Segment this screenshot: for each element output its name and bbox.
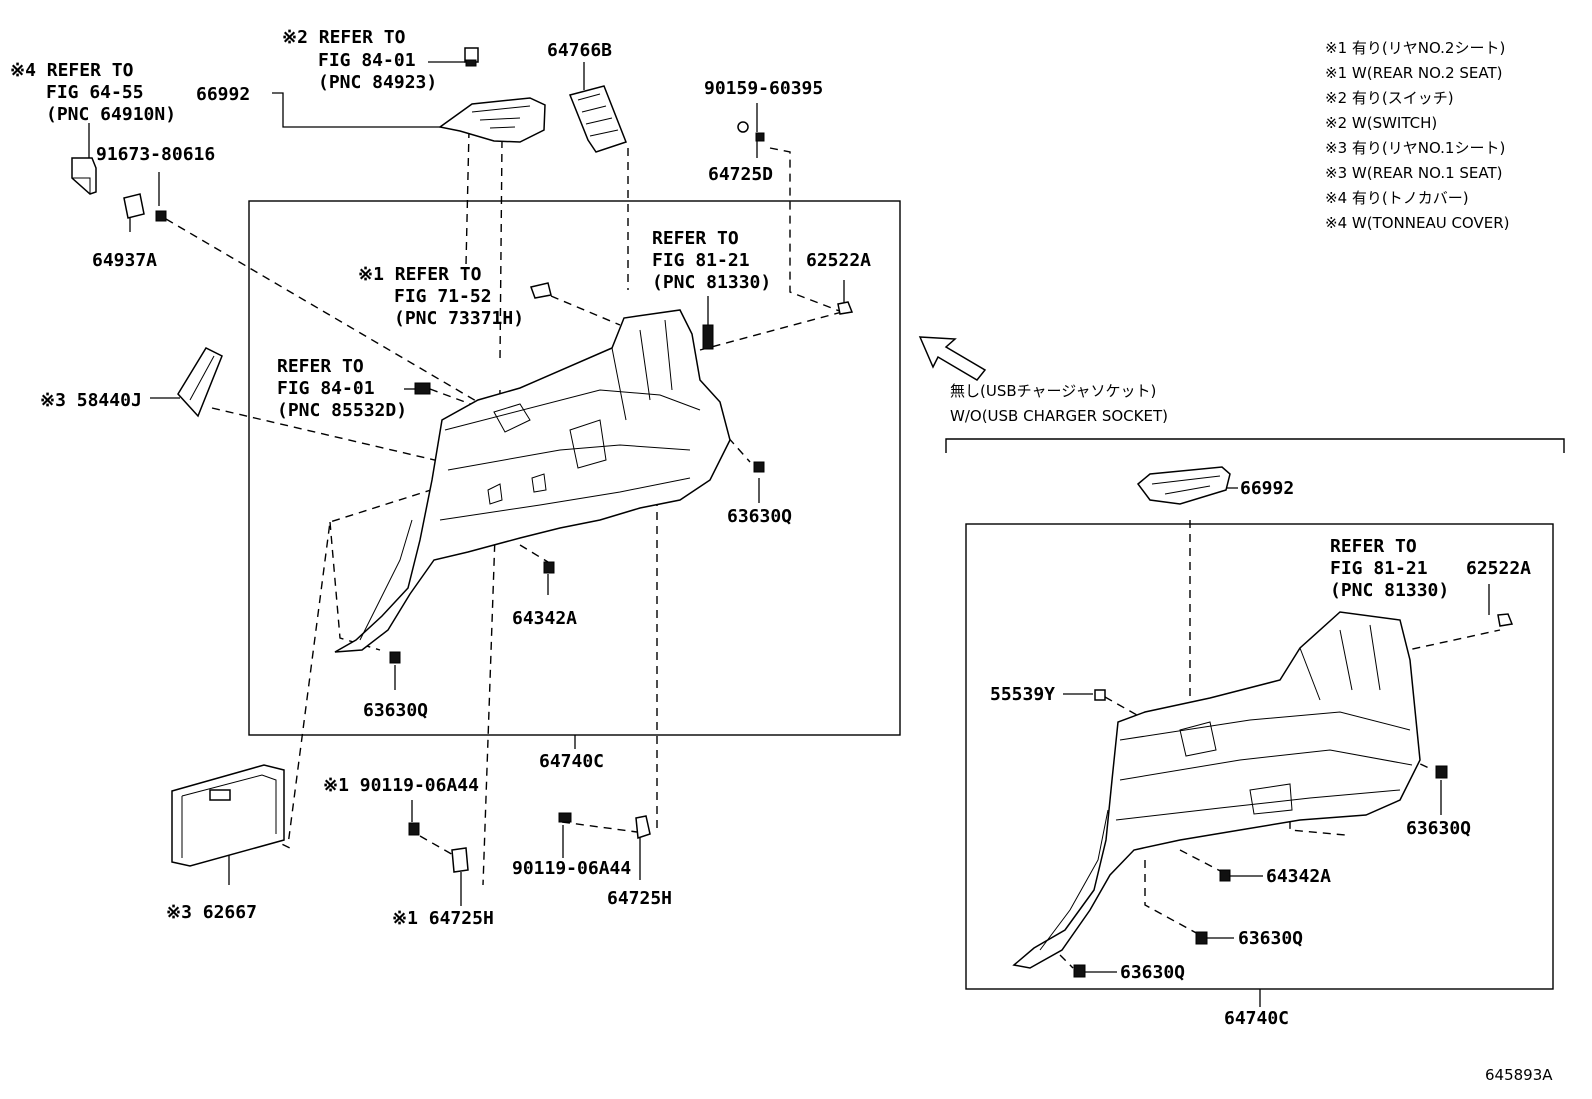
- label-ref4-line3: (PNC 64910N): [46, 104, 176, 125]
- label-66992-top: 66992: [196, 84, 250, 105]
- part-85532D-socket: [414, 382, 431, 395]
- label-63630Q-b: 63630Q: [363, 700, 428, 721]
- legend-line-7: ※4 有り(トノカバー): [1325, 189, 1469, 207]
- label-ref4-line2: FIG 64-55: [46, 82, 144, 103]
- label-wo-usb-jp: 無し(USBチャージャソケット): [950, 382, 1156, 400]
- label-ref8121-line3: (PNC 81330): [652, 272, 771, 293]
- part-66992-switch-panel-right: [1136, 466, 1231, 505]
- label-64766B: 64766B: [547, 40, 612, 61]
- label-wo-usb-en: W/O(USB CHARGER SOCKET): [950, 407, 1168, 425]
- legend-line-6: ※3 W(REAR NO.1 SEAT): [1325, 164, 1503, 182]
- legend-line-3: ※2 有り(スイッチ): [1325, 89, 1454, 107]
- legend-line-1: ※1 有り(リヤNO.2シート): [1325, 39, 1505, 57]
- label-ref2-line3: (PNC 84923): [318, 72, 437, 93]
- part-58440J-trim: [177, 347, 223, 418]
- label-64725H-a: ※1 64725H: [392, 908, 494, 929]
- part-64766B-cover: [568, 85, 627, 153]
- part-63630Q-clip-b: [389, 651, 401, 664]
- legend-line-5: ※3 有り(リヤNO.1シート): [1325, 139, 1505, 157]
- label-64342A-left: 64342A: [512, 608, 577, 629]
- legend-line-2: ※1 W(REAR NO.2 SEAT): [1325, 64, 1503, 82]
- label-ref1-line2: FIG 71-52: [394, 286, 492, 307]
- legend: ※1 有り(リヤNO.2シート) ※1 W(REAR NO.2 SEAT) ※2…: [1325, 39, 1510, 232]
- label-ref-r-line2: FIG 81-21: [1330, 558, 1428, 579]
- label-64740C-right: 64740C: [1224, 1008, 1289, 1029]
- label-ref8121-line2: FIG 81-21: [652, 250, 750, 271]
- part-63630Q-clip-a: [753, 461, 765, 473]
- label-63630Q-r2: 63630Q: [1238, 928, 1303, 949]
- label-ref1-line3: (PNC 73371H): [394, 308, 524, 329]
- label-figure-id: 645893A: [1485, 1066, 1553, 1084]
- label-ref-r-line1: REFER TO: [1330, 536, 1417, 557]
- label-62522A-left: 62522A: [806, 250, 871, 271]
- view-direction-arrow: [918, 336, 987, 381]
- part-64740C-quarter-trim-main: [334, 309, 731, 653]
- legend-line-8: ※4 W(TONNEAU COVER): [1325, 214, 1510, 232]
- part-63630Q-clip-r3: [1073, 964, 1086, 978]
- label-64937A: 64937A: [92, 250, 157, 271]
- part-63630Q-clip-r2: [1195, 931, 1208, 945]
- label-63630Q-r3: 63630Q: [1120, 962, 1185, 983]
- label-64740C-left: 64740C: [539, 751, 604, 772]
- part-64937A-cap: [123, 193, 145, 219]
- label-66992-right: 66992: [1240, 478, 1294, 499]
- label-ref2-line2: FIG 84-01: [318, 50, 416, 71]
- part-64725H-bracket-b: [635, 815, 651, 840]
- label-ref8401-line1: REFER TO: [277, 356, 364, 377]
- part-62522A-clip-right: [1497, 613, 1514, 627]
- label-91673-80616: 91673-80616: [96, 144, 215, 165]
- part-64725H-bracket-a: [451, 847, 469, 873]
- label-64725D: 64725D: [708, 164, 773, 185]
- part-66992-switch-panel: [438, 97, 546, 143]
- label-63630Q-a: 63630Q: [727, 506, 792, 527]
- part-81330-connector-left: [702, 324, 714, 350]
- label-55539Y: 55539Y: [990, 684, 1055, 705]
- label-63630Q-r1: 63630Q: [1406, 818, 1471, 839]
- part-62667-cover: [171, 764, 285, 867]
- label-ref8401-line2: FIG 84-01: [277, 378, 375, 399]
- label-ref2-line1: ※2 REFER TO: [282, 27, 406, 48]
- part-labels: 66992 ※2 REFER TO FIG 84-01 (PNC 84923) …: [10, 27, 1553, 1084]
- label-62667: ※3 62667: [166, 902, 257, 923]
- label-ref4-line1: ※4 REFER TO: [10, 60, 134, 81]
- part-64740C-quarter-trim-alt: [1012, 611, 1421, 969]
- part-84923-switch: [464, 47, 479, 67]
- part-62522A-clip-left: [837, 301, 854, 315]
- label-62522A-right: 62522A: [1466, 558, 1531, 579]
- part-90119-bolt-b: [558, 812, 572, 823]
- label-ref8401-line3: (PNC 85532D): [277, 400, 407, 421]
- label-64342A-right: 64342A: [1266, 866, 1331, 887]
- part-90119-bolt-a: [408, 822, 420, 836]
- label-ref1-line1: ※1 REFER TO: [358, 264, 482, 285]
- label-58440J: ※3 58440J: [40, 390, 142, 411]
- part-73371H-bracket: [530, 282, 552, 299]
- label-ref8121-line1: REFER TO: [652, 228, 739, 249]
- label-90119-a: ※1 90119-06A44: [323, 775, 479, 796]
- label-90159-60395: 90159-60395: [704, 78, 823, 99]
- label-64725H-b: 64725H: [607, 888, 672, 909]
- label-90119-b: 90119-06A44: [512, 858, 631, 879]
- part-90159-bolt: [737, 121, 765, 142]
- part-64342A-clip-left: [543, 561, 555, 574]
- label-ref-r-line3: (PNC 81330): [1330, 580, 1449, 601]
- part-64910N-tonneau-end: [71, 157, 97, 195]
- part-64342A-clip-right: [1219, 869, 1231, 882]
- part-55539Y-clip: [1094, 689, 1106, 701]
- part-63630Q-clip-r1: [1435, 765, 1448, 779]
- part-91673-clip: [155, 210, 167, 222]
- variant-bracket: [945, 438, 1565, 453]
- legend-line-4: ※2 W(SWITCH): [1325, 114, 1437, 132]
